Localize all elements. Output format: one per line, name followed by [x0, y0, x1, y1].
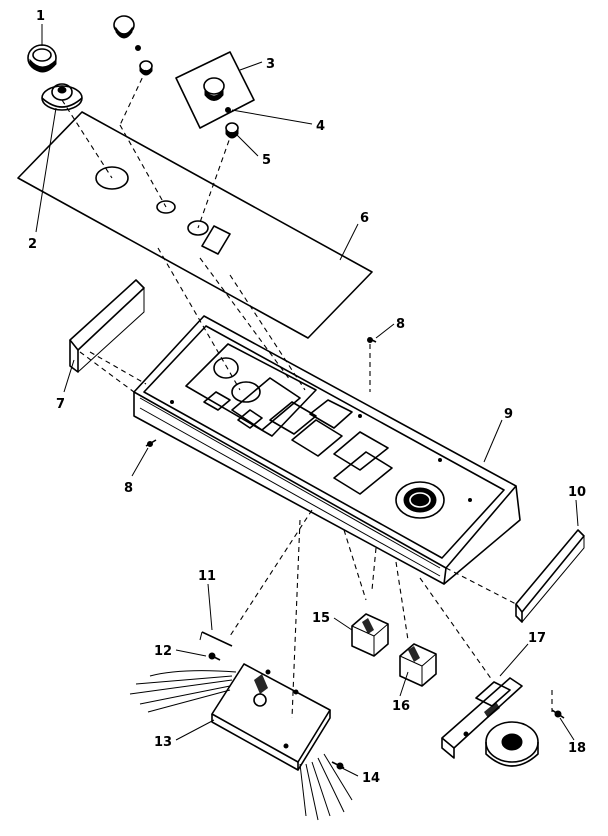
callout-3: 3 [266, 57, 275, 72]
callout-10: 10 [568, 485, 586, 500]
control-panel-overlay-part-6 [17, 111, 373, 339]
callout-8-lower: 8 [124, 481, 133, 496]
screw-part-12 [208, 652, 221, 661]
knob-skirt-part-2 [41, 83, 83, 111]
callout-4: 4 [316, 119, 325, 134]
callout-labels: 1 2 3 4 5 6 7 8 8 9 10 11 12 13 14 15 16… [28, 9, 586, 786]
push-button-bracket-part-3 [175, 51, 255, 139]
screw-part-8-lower [145, 439, 157, 447]
callout-2: 2 [28, 237, 37, 252]
callout-leader-lines [35, 24, 579, 777]
timer-part-13 [129, 663, 353, 821]
switch-part-15 [351, 613, 389, 657]
clip-part-11 [199, 631, 233, 647]
alignment-lines-lower [79, 351, 553, 719]
console-housing-part-9 [133, 315, 521, 585]
callout-9: 9 [504, 407, 513, 422]
callout-18: 18 [568, 741, 586, 756]
side-trim-part-10 [515, 529, 585, 623]
pressure-switch-part-17 [441, 677, 539, 767]
screw-part-14 [331, 761, 345, 770]
callout-1: 1 [36, 9, 45, 24]
screw-part-18 [551, 709, 565, 719]
switch-part-16 [399, 643, 437, 687]
alignment-lines-upper [61, 69, 371, 392]
knob-part-1 [27, 44, 57, 73]
callout-5: 5 [262, 153, 271, 168]
screw-part-8-upper [367, 337, 377, 343]
side-trim-part-7 [69, 279, 145, 373]
callout-14: 14 [362, 771, 380, 786]
callout-13: 13 [154, 735, 172, 750]
callout-8-upper: 8 [396, 317, 405, 332]
callout-15: 15 [312, 611, 330, 626]
callout-16: 16 [392, 699, 410, 714]
callout-12: 12 [154, 644, 172, 659]
callout-7: 7 [56, 397, 65, 412]
callout-17: 17 [528, 631, 546, 646]
callout-6: 6 [360, 211, 369, 226]
callout-11: 11 [198, 569, 216, 584]
knob-top-center [113, 15, 153, 76]
